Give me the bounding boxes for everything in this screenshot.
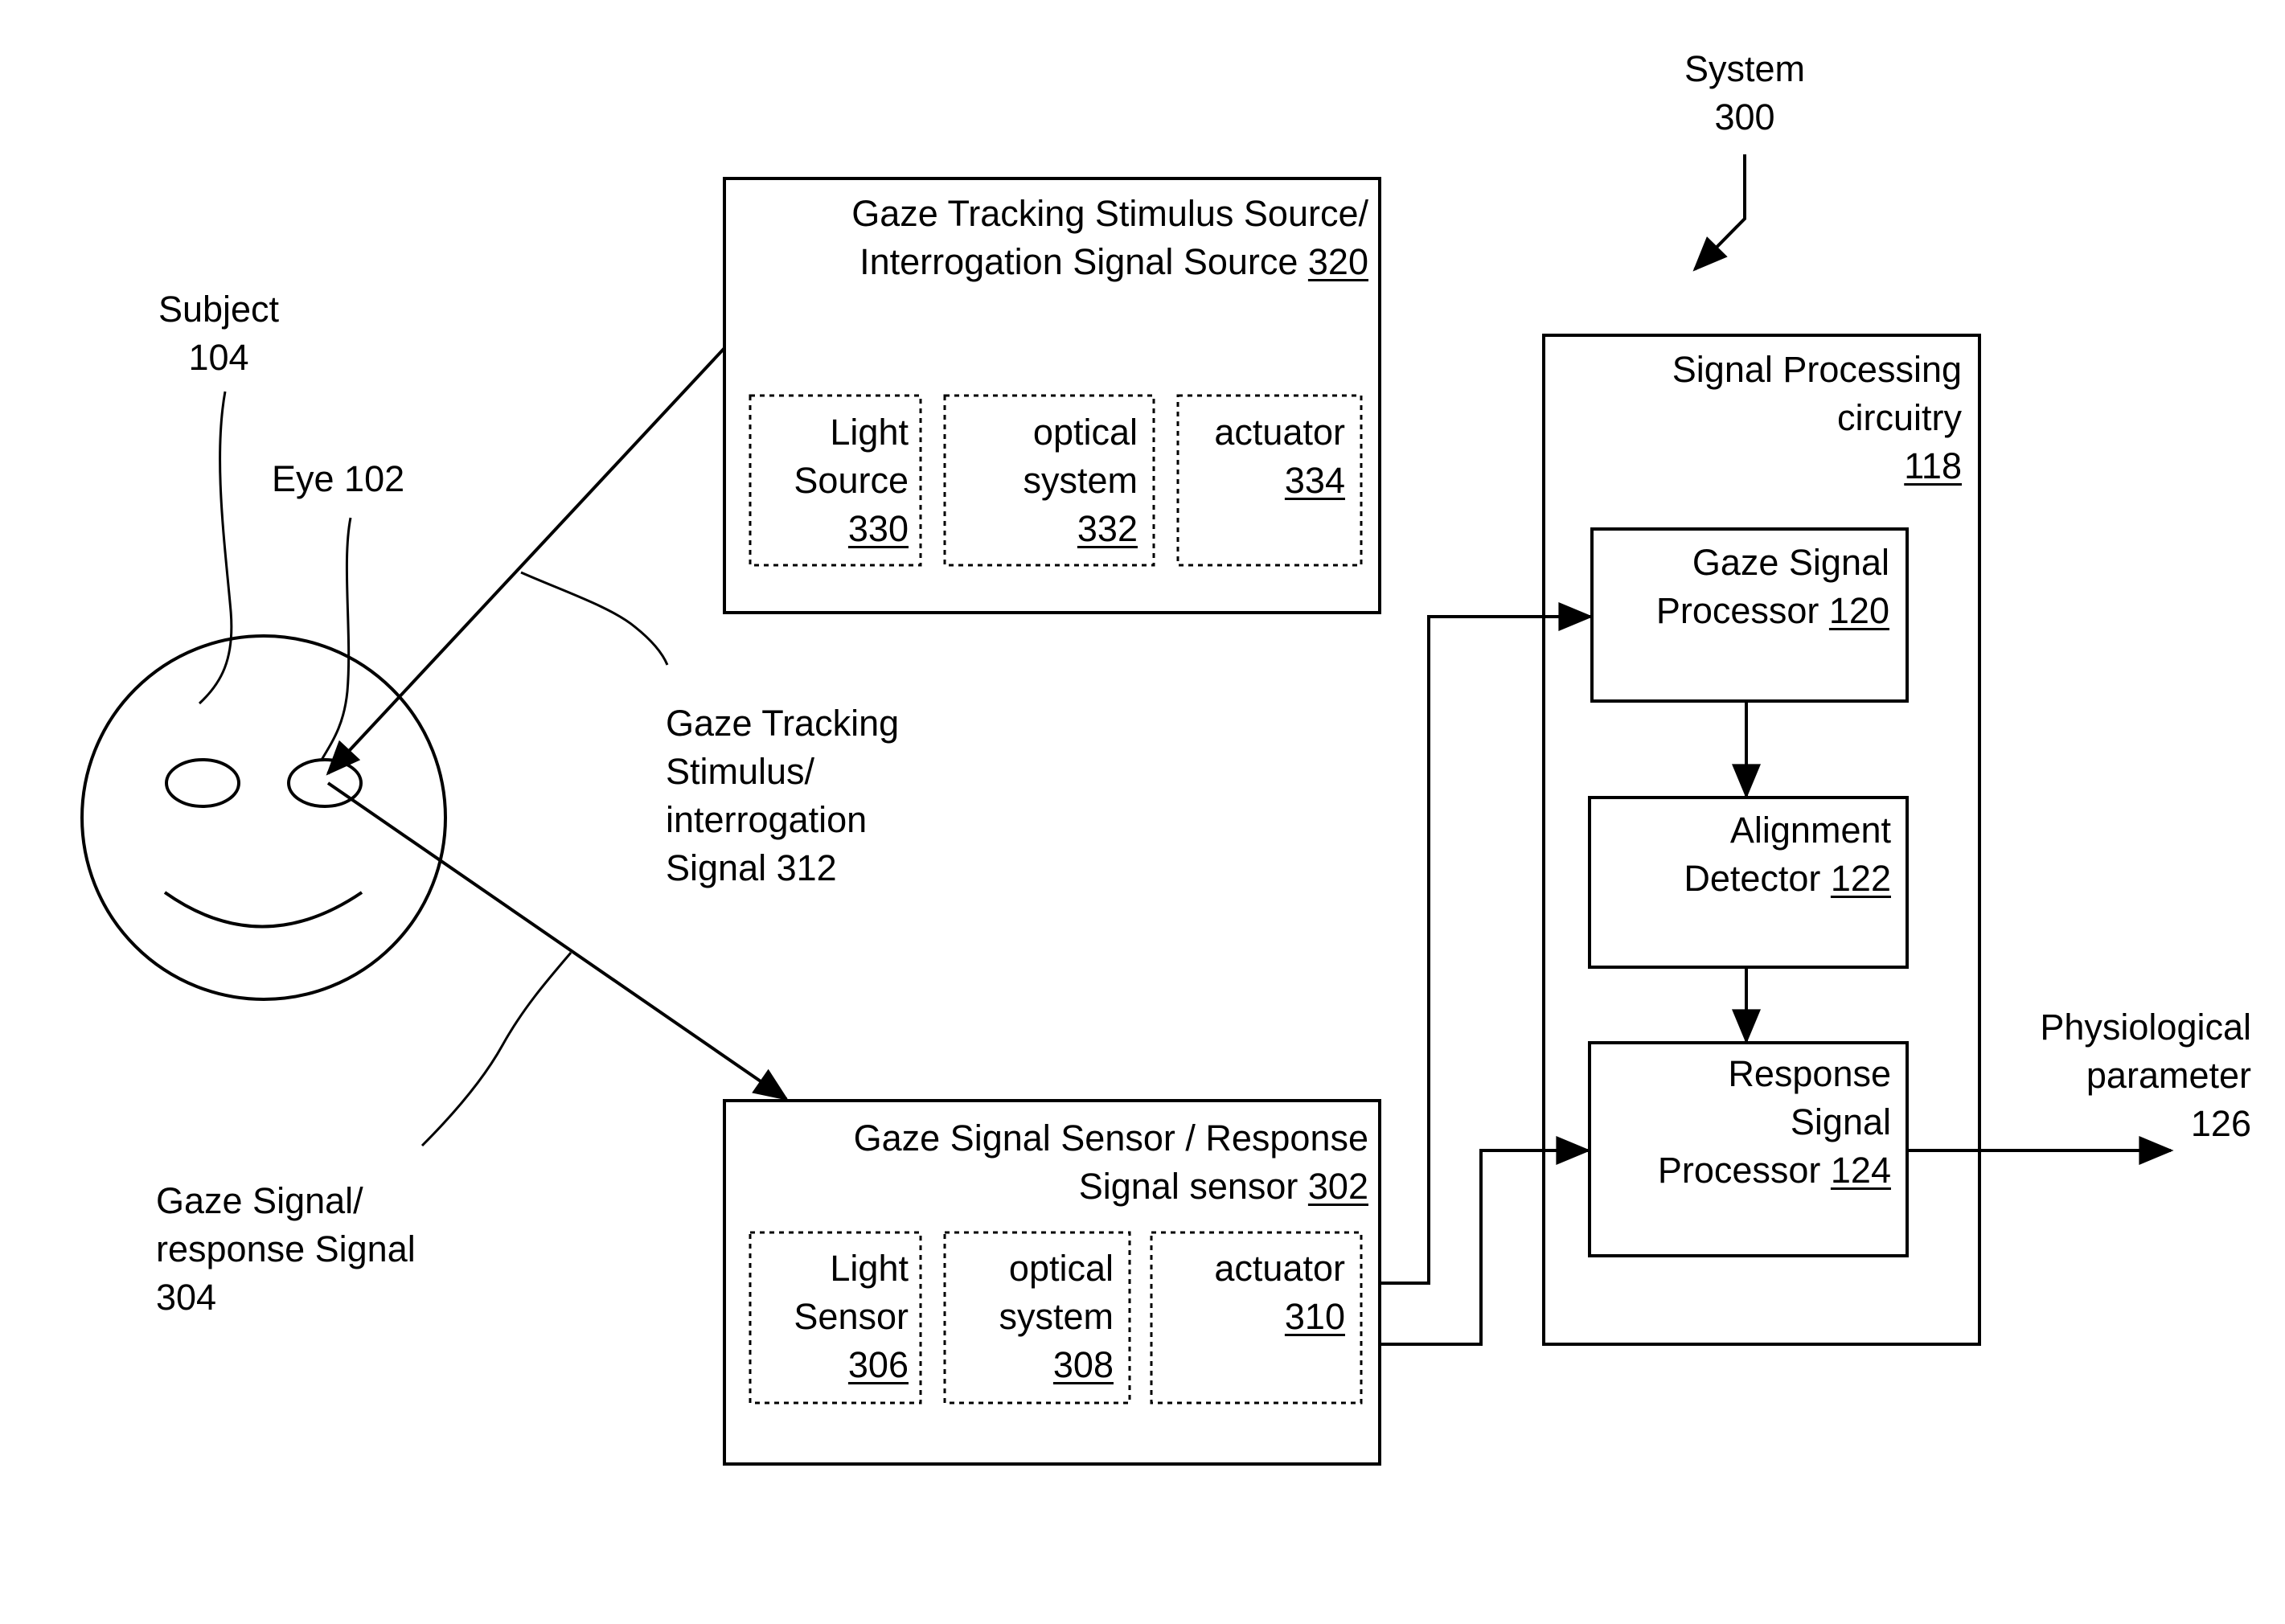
stimulus-source-title: Gaze Tracking Stimulus Source/ Interroga… (740, 190, 1368, 286)
sensor-actuator-label: actuator 310 (1158, 1245, 1345, 1341)
left-eye (166, 760, 239, 806)
light-source-label: Light Source 330 (756, 408, 909, 553)
face-outline (82, 636, 445, 999)
system-arrow (1695, 154, 1745, 269)
eye-leader (322, 518, 351, 760)
response-processor-label: Response Signal Processor 124 (1600, 1050, 1891, 1195)
sensor-to-response-processor-arrow (1380, 1150, 1588, 1344)
output-label: Physiological parameter 126 (1994, 1003, 2251, 1148)
subject-face (82, 636, 445, 999)
sensor-title: Gaze Signal Sensor / Response Signal sen… (740, 1114, 1368, 1211)
stimulus-signal-label: Gaze Tracking Stimulus/ interrogation Si… (666, 699, 899, 892)
light-sensor-label: Light Sensor 306 (756, 1245, 909, 1389)
response-signal-leader (422, 953, 571, 1146)
gaze-processor-label: Gaze Signal Processor 120 (1600, 539, 1889, 635)
sensor-optical-system-label: optical system 308 (949, 1245, 1114, 1389)
subject-label: Subject 104 (130, 285, 307, 382)
system-label: System 300 (1656, 45, 1833, 141)
stimulus-actuator-label: actuator 334 (1182, 408, 1345, 505)
stimulus-signal-leader (521, 572, 667, 665)
subject-leader (199, 392, 232, 703)
mouth (165, 892, 362, 927)
leader-lines (199, 392, 667, 1146)
eye-label: Eye 102 (272, 455, 404, 503)
response-signal-label: Gaze Signal/ response Signal 304 (156, 1177, 416, 1322)
processing-title: Signal Processing circuitry 118 (1552, 346, 1962, 490)
stimulus-optical-system-label: optical system 332 (949, 408, 1138, 553)
alignment-detector-label: Alignment Detector 122 (1600, 806, 1891, 903)
sensor-to-gaze-processor-arrow (1380, 617, 1590, 1283)
